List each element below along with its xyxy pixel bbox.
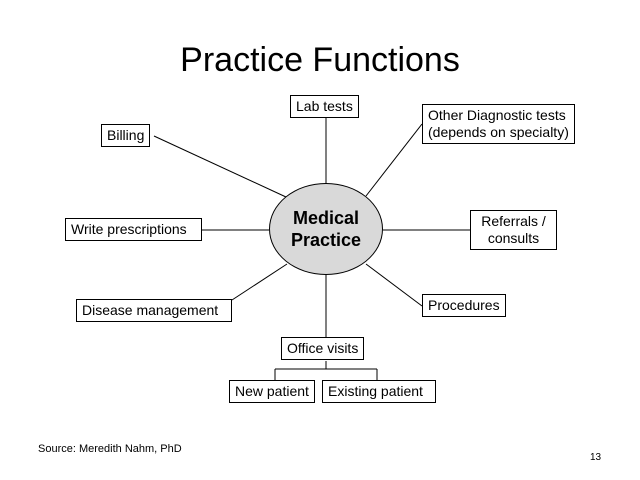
node-write-prescriptions: Write prescriptions: [65, 218, 202, 241]
node-other-diagnostic-tests: Other Diagnostic tests (depends on speci…: [422, 104, 575, 144]
node-procedures: Procedures: [422, 294, 506, 317]
page-number: 13: [590, 452, 602, 463]
node-lab-tests: Lab tests: [290, 95, 359, 118]
node-existing-patient: Existing patient: [322, 380, 436, 403]
medical-practice-node: Medical Practice: [269, 183, 383, 275]
node-new-patient: New patient: [229, 380, 315, 403]
line-procedures: [365, 263, 423, 307]
line-billing: [153, 135, 287, 198]
node-disease-management: Disease management: [76, 299, 232, 322]
line-disease-management: [231, 263, 288, 301]
node-billing: Billing: [101, 124, 151, 147]
node-office-visits: Office visits: [281, 337, 365, 360]
line-other-diagnostic: [365, 123, 423, 197]
slide-title: Practice Functions: [180, 41, 460, 79]
node-referrals-consults: Referrals / consults: [470, 210, 557, 250]
source-credit: Source: Meredith Nahm, PhD: [38, 443, 182, 455]
